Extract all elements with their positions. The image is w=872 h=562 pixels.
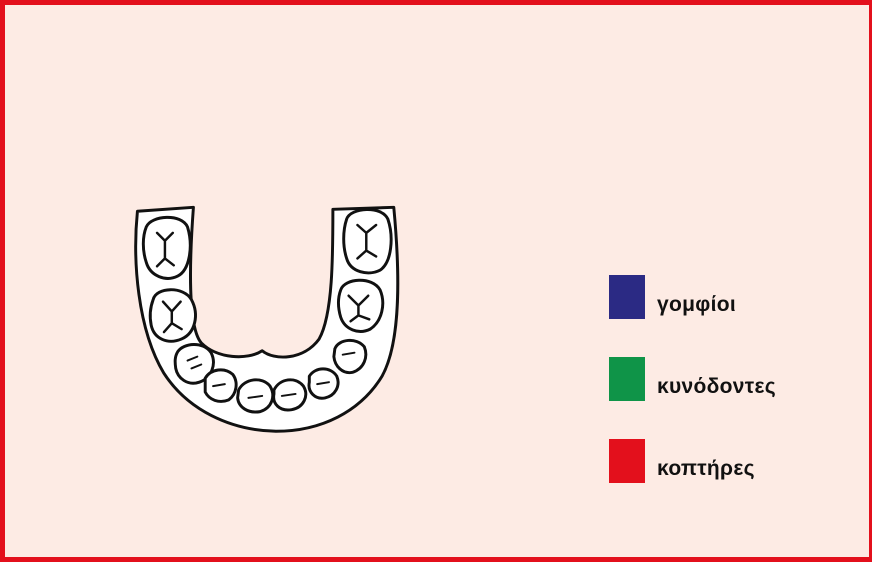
tooth-left-molar-1 — [143, 217, 190, 278]
canines-swatch — [609, 357, 645, 401]
tooth-right-premolar — [334, 340, 366, 372]
legend-label-canines: κυνόδοντες — [657, 375, 776, 399]
legend-label-incisors: κοπτήρες — [657, 457, 755, 481]
tooth-right-molar-2 — [339, 280, 383, 331]
dental-arch — [136, 207, 398, 431]
molars-swatch — [609, 275, 645, 319]
incisors-swatch — [609, 439, 645, 483]
legend-item-molars: γομφίοι — [609, 275, 736, 319]
legend-item-incisors: κοπτήρες — [609, 439, 755, 483]
legend-item-canines: κυνόδοντες — [609, 357, 776, 401]
tooth-incisor-2 — [238, 380, 273, 412]
legend-label-molars: γομφίοι — [657, 293, 736, 317]
